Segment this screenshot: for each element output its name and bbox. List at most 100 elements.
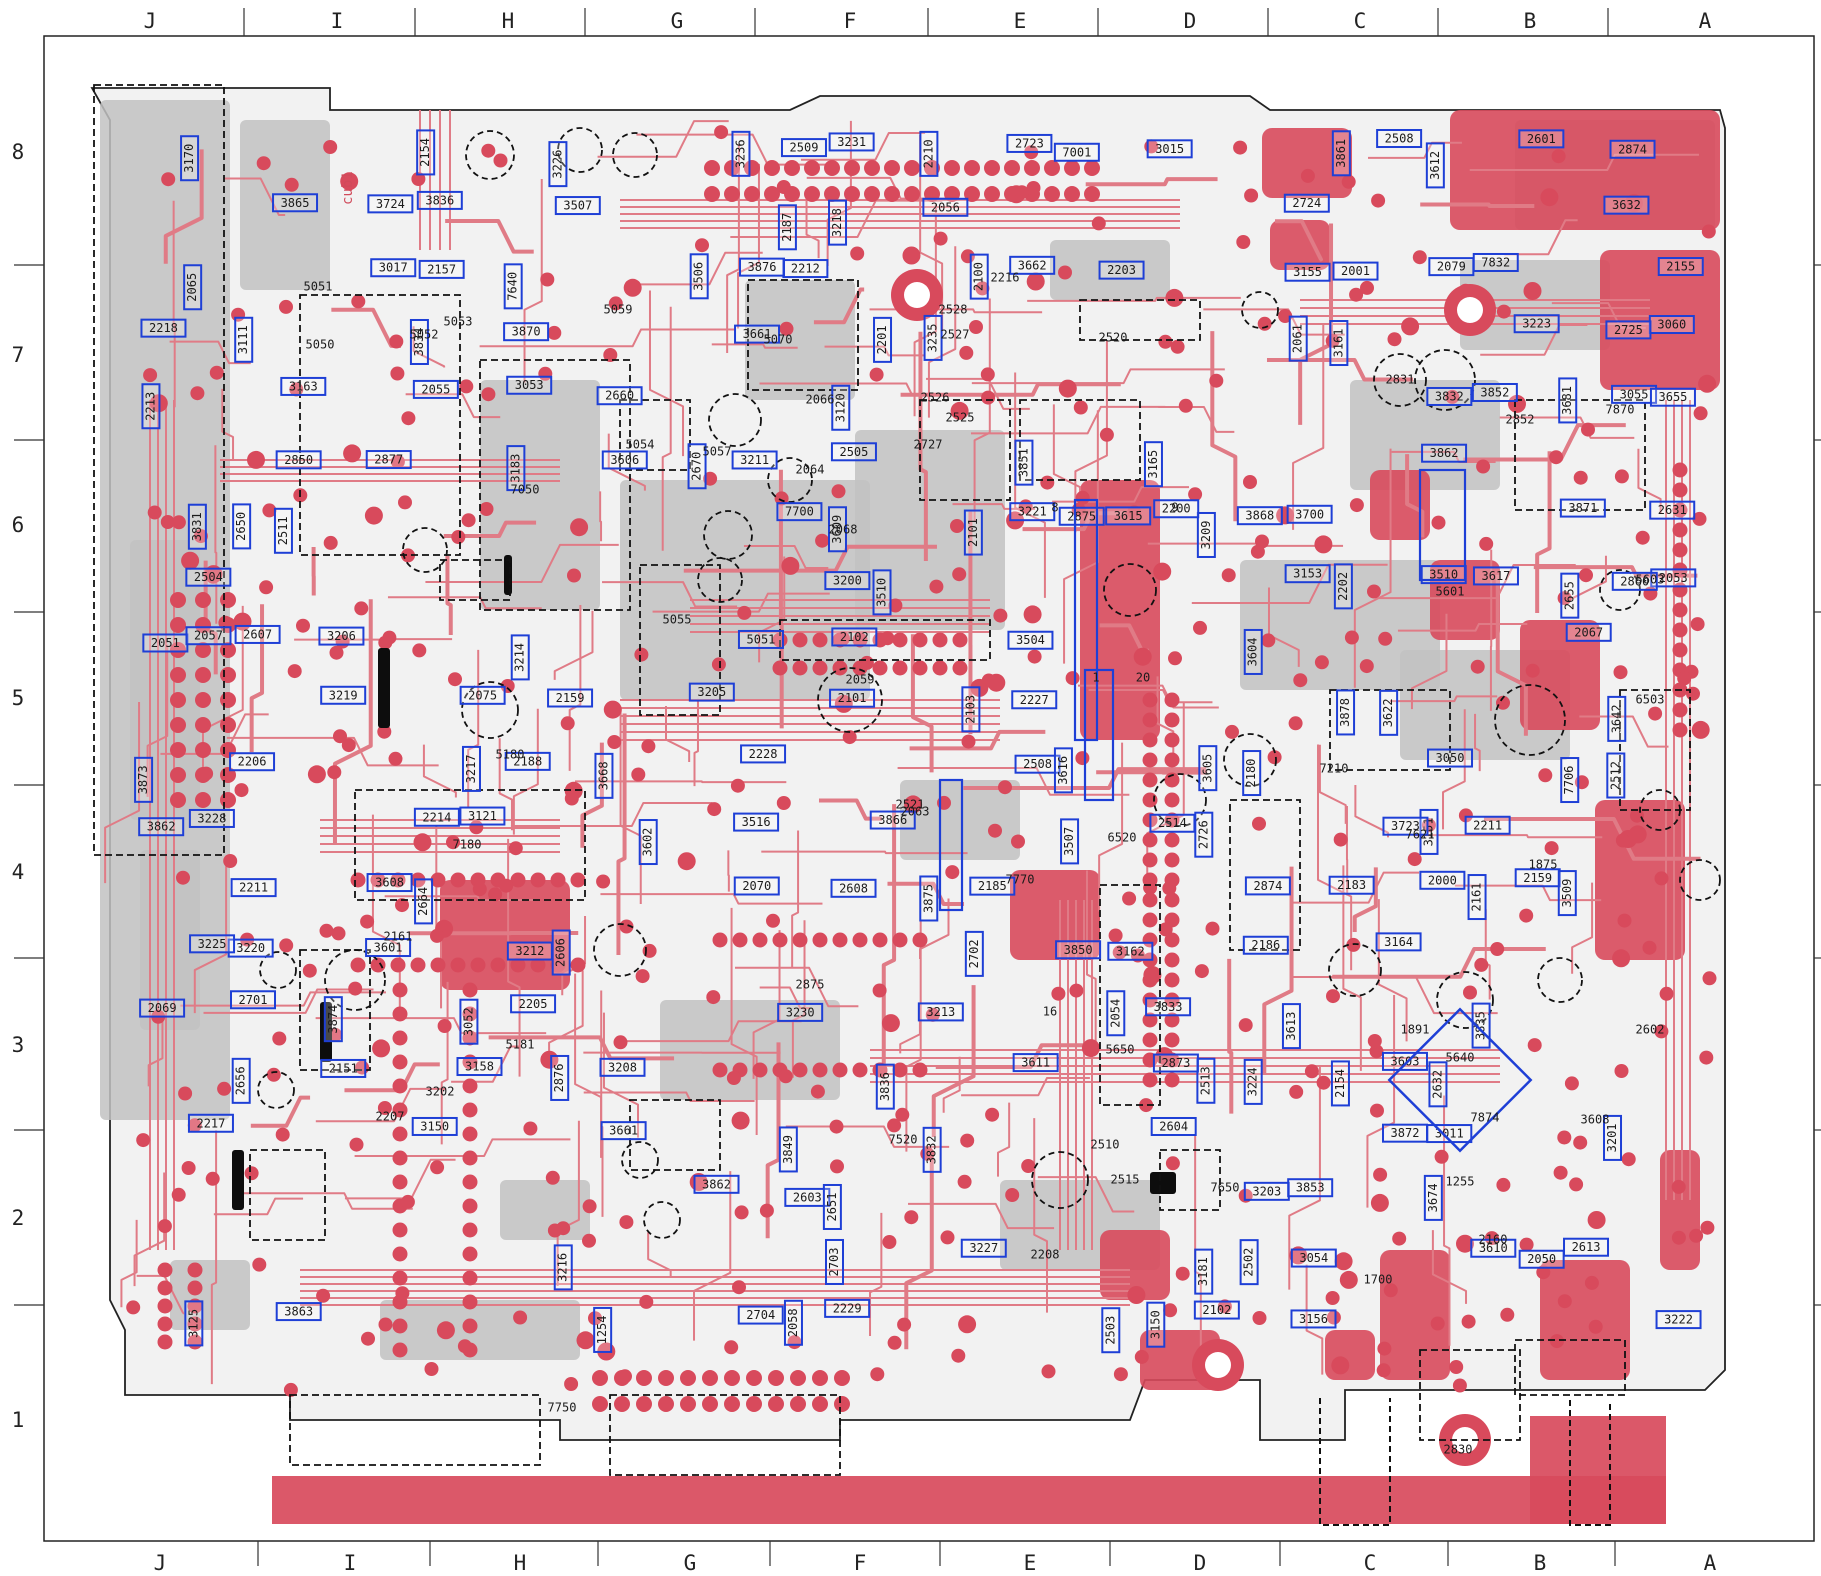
ic-body-outline <box>938 778 964 912</box>
component-ref-plain: 2208 <box>1031 1248 1060 1262</box>
component-ref: 3605 <box>1200 754 1214 783</box>
trace <box>1551 302 1646 329</box>
pad <box>170 642 186 658</box>
component-box <box>1518 1249 1565 1269</box>
component-label: 3681 <box>1558 377 1578 424</box>
pad <box>1300 168 1315 183</box>
pad <box>462 1078 478 1094</box>
component-label: 3054 <box>1290 1248 1337 1268</box>
component-ref: 2206 <box>238 755 267 769</box>
component-box <box>737 1305 784 1325</box>
pad <box>695 238 709 253</box>
component-box <box>831 384 851 431</box>
col-label-bottom: H <box>514 1551 527 1575</box>
component-box <box>504 751 551 771</box>
component-outline <box>619 399 691 471</box>
trace <box>926 377 1030 410</box>
component-label: 3700 <box>1286 504 1333 524</box>
pad <box>639 1294 654 1309</box>
pad <box>1445 389 1460 404</box>
trace <box>172 200 176 408</box>
component-box <box>1105 506 1152 526</box>
component-box <box>553 1244 573 1291</box>
component-label: 3220 <box>227 938 274 958</box>
component-ref: 3836 <box>425 193 454 207</box>
trace <box>616 713 627 955</box>
component-label: 3610 <box>1470 1238 1517 1258</box>
trace <box>961 1076 1090 1097</box>
component-ref-plain: 2520 <box>1099 331 1128 345</box>
trace <box>180 991 386 1007</box>
pad <box>641 739 656 754</box>
trace <box>600 893 823 905</box>
pad <box>1108 928 1123 943</box>
component-ref: 2054 <box>1108 999 1122 1028</box>
pad <box>987 673 1006 692</box>
trace <box>761 850 968 855</box>
component-ref: 3606 <box>610 453 639 467</box>
pad <box>176 870 190 885</box>
component-box <box>1329 320 1349 367</box>
copper-pour <box>1540 1260 1630 1380</box>
component-ref: 3700 <box>1295 507 1324 521</box>
component-box <box>416 190 463 210</box>
component-ref: 2180 <box>1244 759 1258 788</box>
pad <box>1168 651 1182 666</box>
component-box <box>1053 142 1100 162</box>
component-box <box>1014 439 1034 486</box>
pad <box>323 140 338 154</box>
component-ref: 2157 <box>427 262 456 276</box>
component-box <box>1565 622 1612 642</box>
component-ref: 2159 <box>1523 871 1552 885</box>
component-outline <box>1639 789 1681 831</box>
pad <box>1642 940 1657 955</box>
component-ref: 3015 <box>1155 142 1184 156</box>
trace <box>1305 1264 1324 1375</box>
pad <box>1194 964 1209 979</box>
pad <box>392 1102 408 1118</box>
pad <box>1326 1310 1341 1325</box>
pad <box>1165 288 1184 307</box>
pad <box>1164 992 1180 1008</box>
component-ref: 3208 <box>608 1060 637 1074</box>
component-ref: 3206 <box>327 629 356 643</box>
row-label: 7 <box>12 343 25 367</box>
component-box <box>1152 1053 1199 1073</box>
component-box <box>963 509 983 556</box>
component-ref: 2205 <box>519 997 548 1011</box>
pad <box>349 1137 364 1152</box>
pad <box>195 692 211 708</box>
component-ref: 2155 <box>1666 260 1695 274</box>
pad <box>550 872 566 888</box>
pad <box>1392 1231 1407 1246</box>
trace <box>1267 587 1300 667</box>
component-label: 3219 <box>320 685 367 705</box>
component-box <box>229 752 276 772</box>
pad <box>1557 1294 1572 1309</box>
pad <box>220 692 236 708</box>
pad <box>1143 880 1158 895</box>
pad <box>472 882 487 897</box>
col-label-top: A <box>1699 9 1712 33</box>
component-box <box>1606 752 1626 799</box>
copper-pour <box>500 1180 590 1240</box>
component-box <box>1650 568 1697 588</box>
pad <box>488 887 503 902</box>
trace <box>752 930 781 1079</box>
pad <box>513 1310 528 1325</box>
component-ref: 3615 <box>1114 509 1143 523</box>
component-ref: 2874 <box>1618 142 1647 156</box>
component-label: 2055 <box>412 379 459 399</box>
component-label: 3216 <box>553 1244 573 1291</box>
pad <box>1163 1303 1178 1318</box>
trace <box>648 290 685 457</box>
pad <box>462 1198 478 1214</box>
component-outline <box>609 1394 841 1476</box>
component-ref: 2186 <box>1251 938 1280 952</box>
component-ref: 3214 <box>513 643 527 672</box>
copper-pour <box>1262 128 1352 198</box>
component-label: 3835 <box>1471 1002 1491 1049</box>
pad <box>824 160 840 176</box>
pad <box>1698 374 1717 393</box>
trace <box>523 179 543 383</box>
